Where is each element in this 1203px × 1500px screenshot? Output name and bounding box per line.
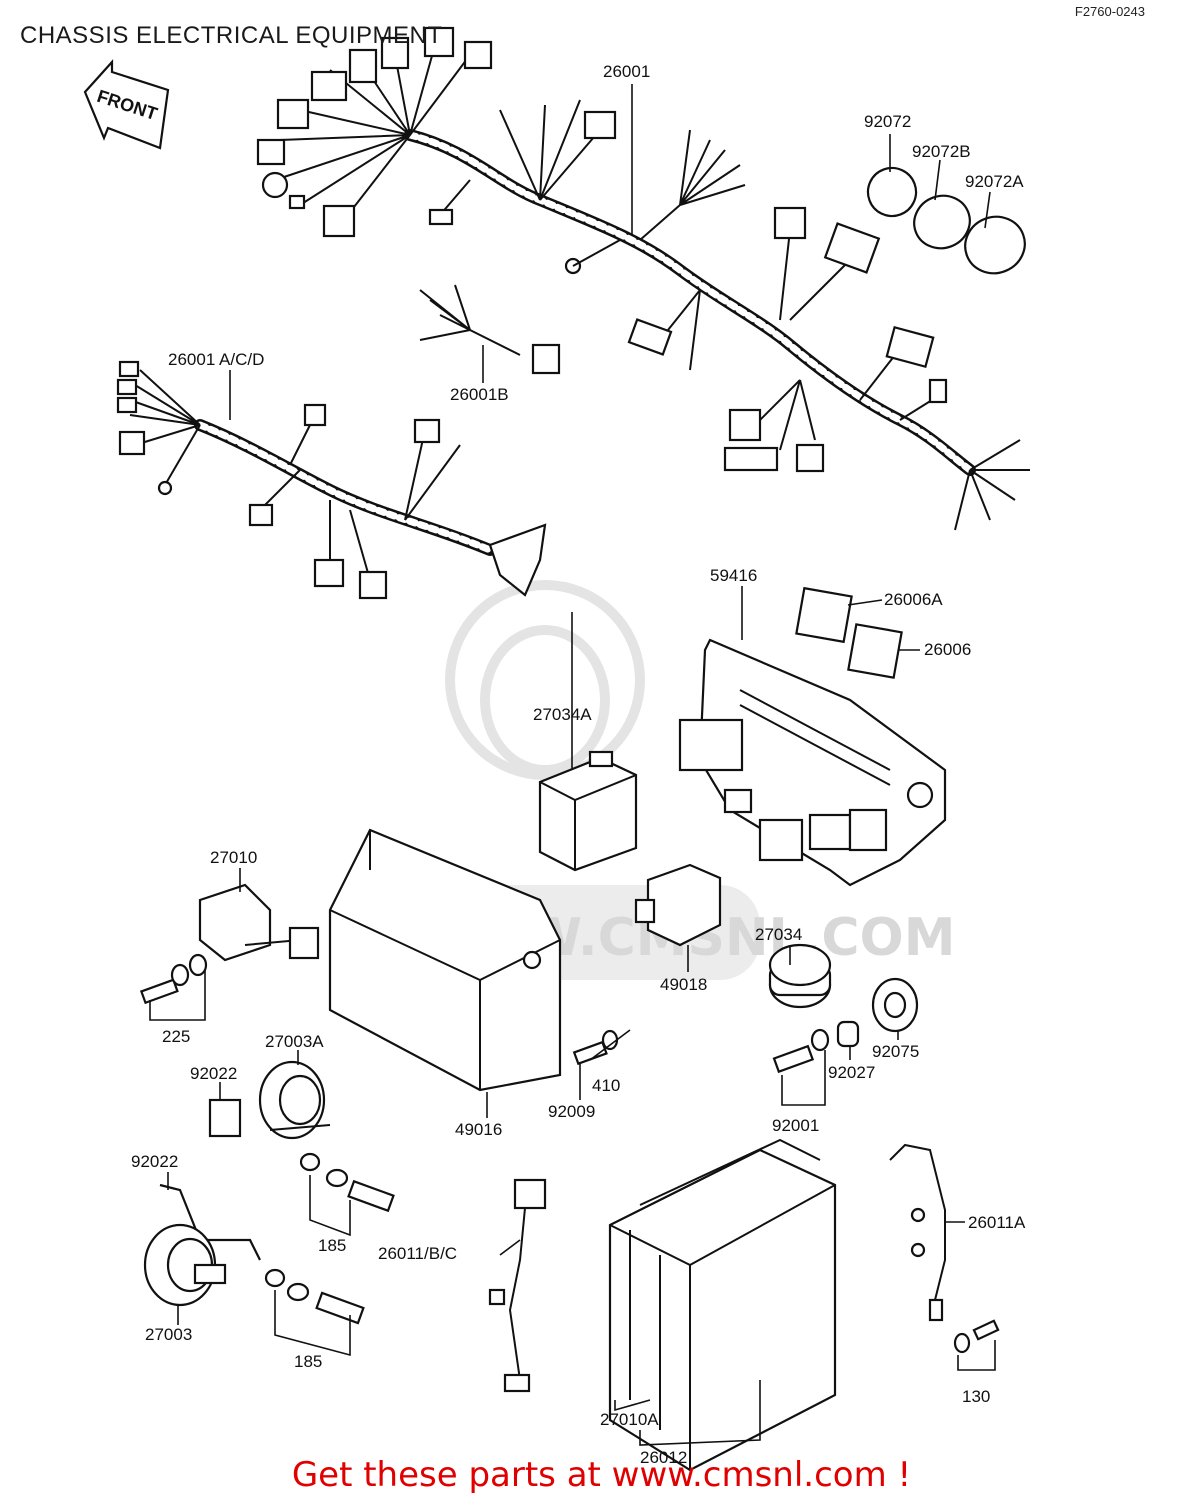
callout-49018: 49018 bbox=[660, 975, 708, 994]
callout-27034a: 27034A bbox=[533, 705, 592, 724]
callout-92001: 92001 bbox=[772, 1116, 820, 1135]
callout-26001-a-c-d: 26001 A/C/D bbox=[168, 350, 265, 369]
main-wiring-harness bbox=[256, 26, 1030, 531]
callout-26006: 26006 bbox=[924, 640, 972, 659]
callout-92022-b: 92022 bbox=[131, 1152, 179, 1171]
callout-130: 130 bbox=[962, 1387, 991, 1406]
battery-26012 bbox=[608, 1138, 837, 1472]
diagram-code: F2760-0243 bbox=[1074, 4, 1145, 19]
callout-27010: 27010 bbox=[210, 848, 258, 867]
callout-27003: 27003 bbox=[145, 1325, 193, 1344]
fuse-holders bbox=[795, 586, 903, 679]
callout-92072: 92072 bbox=[864, 112, 912, 131]
callout-185-b: 185 bbox=[294, 1352, 323, 1371]
callout-185-a: 185 bbox=[318, 1236, 347, 1255]
callout-49016: 49016 bbox=[455, 1120, 503, 1139]
cable-26011-b-c bbox=[488, 1178, 547, 1393]
callout-92072b: 92072B bbox=[912, 142, 971, 161]
bolt-set-92009 bbox=[572, 1029, 619, 1066]
callout-27010a: 27010A bbox=[600, 1410, 659, 1429]
footer-promo-link[interactable]: Get these parts at www.cmsnl.com ! bbox=[291, 1455, 912, 1495]
callout-225: 225 bbox=[162, 1027, 191, 1046]
relay-27034 bbox=[768, 943, 832, 1009]
page-title: CHASSIS ELECTRICAL EQUIPMENT bbox=[20, 22, 443, 49]
harness-a-c-d bbox=[116, 360, 547, 600]
callout-92072a: 92072A bbox=[965, 172, 1024, 191]
callout-26011-b-c: 26011/B/C bbox=[378, 1244, 458, 1263]
leader-lines bbox=[149, 84, 996, 1446]
cable-26011a bbox=[889, 1143, 1000, 1354]
front-arrow-icon bbox=[83, 59, 170, 150]
callout-26006a: 26006A bbox=[884, 590, 943, 609]
callout-410: 410 bbox=[592, 1076, 621, 1095]
callout-92022-a: 92022 bbox=[190, 1064, 238, 1083]
horn-27003 bbox=[143, 1183, 365, 1325]
horn-27003a bbox=[208, 1060, 395, 1213]
callout-27003a: 27003A bbox=[265, 1032, 324, 1051]
callout-26001b: 26001B bbox=[450, 385, 509, 404]
regulator-27010 bbox=[198, 883, 320, 962]
battery-case-49016 bbox=[328, 828, 562, 1092]
callout-92009: 92009 bbox=[548, 1102, 596, 1121]
callout-59416: 59416 bbox=[710, 566, 758, 585]
callout-92075: 92075 bbox=[872, 1042, 920, 1061]
junction-box bbox=[678, 638, 947, 887]
relay-27034a bbox=[538, 750, 638, 872]
callout-26011a: 26011A bbox=[968, 1213, 1026, 1232]
bolt-set-225 bbox=[139, 953, 208, 1005]
flasher-49018 bbox=[634, 863, 722, 947]
grommet-92075 bbox=[871, 977, 919, 1033]
callout-92027: 92027 bbox=[828, 1063, 876, 1082]
callout-27034: 27034 bbox=[755, 925, 803, 944]
sub-harness-b bbox=[419, 284, 561, 375]
harness-clamps bbox=[866, 166, 1026, 275]
callout-26012: 26012 bbox=[640, 1448, 688, 1467]
bolt-set-92001 bbox=[772, 1020, 860, 1074]
callout-26001: 26001 bbox=[603, 62, 651, 81]
